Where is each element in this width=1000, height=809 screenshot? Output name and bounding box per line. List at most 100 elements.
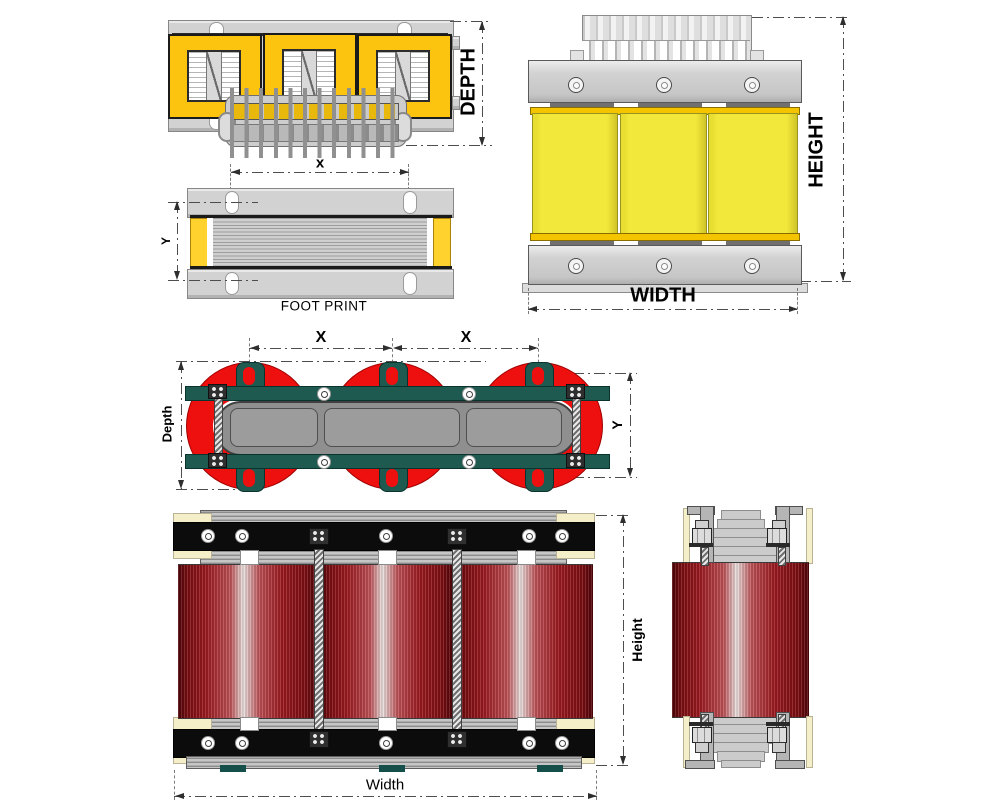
bar-bolt <box>462 455 476 469</box>
width-dimension-line <box>174 796 597 797</box>
core-segment <box>324 408 460 447</box>
washer <box>766 722 790 726</box>
arrow-left-icon <box>231 169 240 175</box>
core-segment <box>230 408 318 447</box>
clamp-bolt <box>201 529 215 543</box>
core-segment <box>466 408 562 447</box>
x-extension-tick <box>408 164 409 190</box>
rod-nut-plate <box>447 731 467 748</box>
mounting-slot <box>403 191 417 214</box>
clamp-bolt <box>555 529 569 543</box>
clamp-bolt <box>555 736 569 750</box>
clamp-bolt <box>656 258 672 274</box>
arrow-down-icon <box>174 271 180 280</box>
depth-extension-line <box>176 361 486 362</box>
arrow-down-icon <box>178 480 184 489</box>
base-foot <box>379 765 405 772</box>
arrow-right-icon <box>529 345 538 351</box>
arrow-up-icon <box>840 16 846 25</box>
arrow-right-icon <box>383 345 392 351</box>
coil-front-view <box>708 113 798 235</box>
width-dimension-label: Width <box>365 776 405 794</box>
height-dimension-label: HEIGHT <box>805 112 828 188</box>
hex-nut <box>692 528 712 544</box>
lug-slot <box>386 367 398 385</box>
arrow-down-icon <box>627 468 633 477</box>
height-dimension-line <box>843 17 844 281</box>
arrow-right-icon <box>588 793 597 799</box>
insulation-strip <box>806 508 813 564</box>
coil-flange-strip <box>530 233 800 241</box>
tie-rod <box>314 549 324 731</box>
tie-rod <box>572 396 581 460</box>
angle-bracket-flange <box>775 760 805 769</box>
arrow-down-icon <box>620 756 626 765</box>
cast-coil <box>456 564 593 719</box>
rod-nut-plate <box>208 384 227 399</box>
clamp-bolt <box>568 77 584 93</box>
clamp-bolt <box>744 258 760 274</box>
core-limb <box>301 51 317 99</box>
coil-end <box>433 218 451 268</box>
threaded-stud <box>701 547 709 566</box>
coil-pad <box>638 101 702 108</box>
height-extension-line <box>596 765 630 766</box>
clamp-bolt <box>568 258 584 274</box>
footprint-caption: FOOT PRINT <box>280 298 368 314</box>
coil-pad <box>638 239 702 246</box>
rod-nut-plate <box>309 528 329 545</box>
clamp-bolt <box>235 529 249 543</box>
arrow-right-icon <box>789 306 798 312</box>
depth-dimension-line <box>181 362 182 489</box>
depth-extension-line <box>406 145 492 146</box>
y-dimension-label: Y <box>609 420 625 430</box>
x-extension-tick <box>392 338 393 368</box>
arrow-left-icon <box>393 345 402 351</box>
arrow-up-icon <box>627 372 633 381</box>
y-extension-line <box>552 373 637 374</box>
height-dimension-line <box>623 515 624 765</box>
height-extension-line <box>596 515 630 516</box>
lug-slot <box>243 367 255 385</box>
lug-slot <box>532 367 544 385</box>
tie-rod <box>214 396 223 460</box>
hex-nut <box>767 727 787 743</box>
clamp-bolt <box>201 736 215 750</box>
terminal-strip-lower <box>582 40 750 62</box>
cast-coil <box>178 564 317 719</box>
y-dimension-line <box>177 202 178 280</box>
arrow-down-icon <box>479 137 485 146</box>
depth-extension-line <box>176 489 262 490</box>
width-extension-tick <box>596 770 597 800</box>
width-extension-tick <box>797 288 798 314</box>
angle-bracket-flange <box>685 760 715 769</box>
cast-coil <box>320 564 453 719</box>
coil-pad <box>550 101 614 108</box>
core-limb <box>206 52 222 100</box>
coil-front-view <box>620 113 707 235</box>
arrow-up-icon <box>479 21 485 30</box>
clamp-bolt <box>235 736 249 750</box>
plate-tab <box>452 96 460 110</box>
arrow-down-icon <box>840 272 846 281</box>
y-dimension-label: Y <box>159 236 173 246</box>
y-dimension-line <box>630 373 631 477</box>
bar-bolt <box>317 387 331 401</box>
coil-end <box>190 218 208 268</box>
x-span-label: X <box>460 329 472 346</box>
arrow-up-icon <box>620 514 626 523</box>
x-dimension-label: x <box>315 154 325 172</box>
bar-bolt <box>317 455 331 469</box>
arrow-left-icon <box>175 793 184 799</box>
rod-nut-plate <box>566 384 585 399</box>
coil-pad <box>726 239 790 246</box>
coil-spacer <box>240 717 259 731</box>
width-extension-tick <box>174 770 175 800</box>
rod-nut-plate <box>309 731 329 748</box>
arrow-up-icon <box>174 201 180 210</box>
coil-gap <box>427 218 433 266</box>
depth-dimension-label: Depth <box>159 405 175 443</box>
depth-extension-line <box>450 21 492 22</box>
arrow-up-icon <box>178 361 184 370</box>
